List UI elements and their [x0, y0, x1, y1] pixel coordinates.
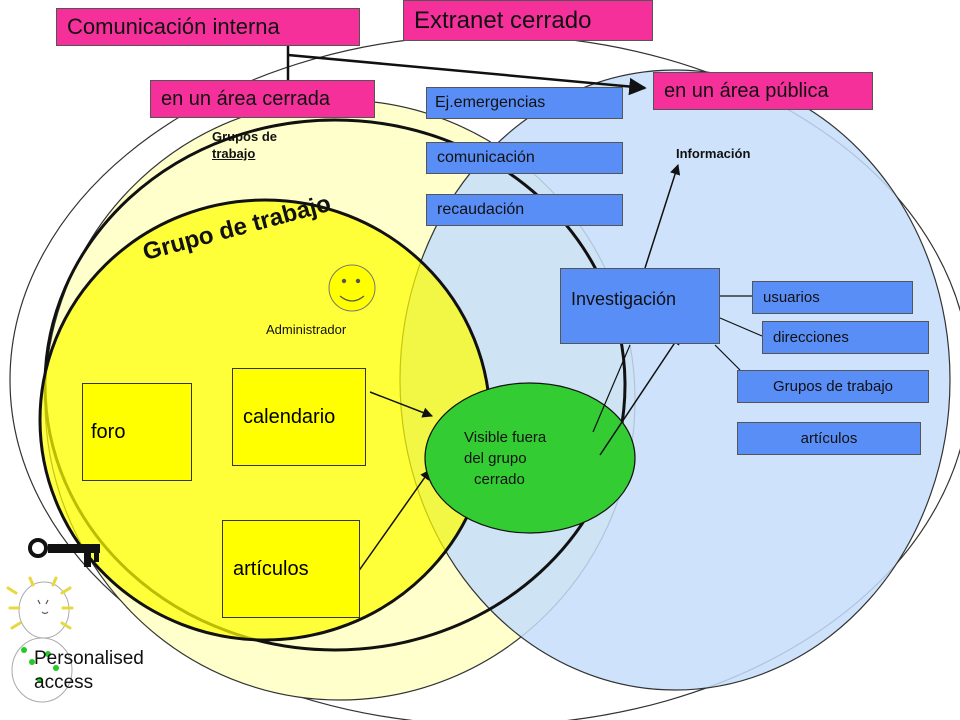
forum-label: foro: [91, 420, 126, 443]
information-label: Información: [676, 146, 751, 161]
personalised-access-label: Personalised access: [34, 647, 144, 695]
articles-public-label: artículos: [800, 430, 858, 447]
smiley-icon: [328, 264, 376, 312]
visible-outside-line-2: del grupo: [464, 450, 527, 467]
internal-communication-box: Comunicación interna: [56, 8, 360, 46]
arrow-research-information: [644, 164, 681, 269]
users-label: usuarios: [763, 289, 820, 306]
addresses-box: direcciones: [762, 321, 929, 354]
arrow-articles-visible: [357, 469, 431, 573]
internal-communication-label: Comunicación interna: [67, 14, 280, 39]
forum-box: foro: [82, 383, 192, 481]
closed-area-box: en un área cerrada: [150, 80, 375, 118]
personalised-access-line-2: access: [34, 672, 94, 693]
addresses-label: direcciones: [773, 329, 849, 346]
administrator-label: Administrador: [266, 322, 347, 337]
line-research-groups: [714, 344, 741, 371]
workgroups-public-box: Grupos de trabajo: [737, 370, 929, 403]
research-label: Investigación: [571, 289, 677, 309]
fundraising-label: recaudación: [437, 201, 525, 218]
line-research-addresses: [719, 317, 763, 337]
communication-box: comunicación: [426, 142, 623, 174]
arrow-visible-research: [599, 334, 681, 456]
research-box: Investigación: [560, 268, 720, 344]
workgroups-public-label: Grupos de trabajo: [772, 378, 894, 395]
calendar-box: calendario: [232, 368, 366, 466]
users-box: usuarios: [752, 281, 913, 314]
arrow-internal-public: [287, 53, 647, 96]
person-icon: [6, 576, 74, 703]
extranet-box: Extranet cerrado: [403, 0, 653, 41]
line-visible-research: [592, 344, 631, 433]
visible-outside-line-3: cerrado: [474, 471, 525, 488]
visible-outside-line-1: Visible fuera: [464, 429, 547, 446]
articles-public-box: artículos: [737, 422, 921, 455]
emergencies-box: Ej.emergencias: [426, 87, 623, 119]
arrow-calendar-visible: [369, 391, 433, 418]
workgroups-label-line-1: Grupos de: [212, 129, 278, 144]
workgroups-label: Grupos de trabajo: [212, 128, 277, 162]
emergencies-label: Ej.emergencias: [435, 94, 546, 111]
visible-outside-label: Visible fuera del grupo cerrado: [464, 427, 546, 490]
public-area-box: en un área pública: [653, 72, 873, 110]
closed-area-label: en un área cerrada: [161, 87, 331, 110]
calendar-label: calendario: [243, 405, 336, 428]
workgroups-label-line-2: trabajo: [212, 146, 256, 161]
public-area-label: en un área pública: [664, 79, 829, 102]
fundraising-box: recaudación: [426, 194, 623, 226]
articles-label: artículos: [233, 557, 309, 580]
extranet-label: Extranet cerrado: [414, 6, 592, 34]
key-icon: [28, 538, 100, 567]
visible-outside-ellipse: [424, 382, 636, 534]
personalised-access-line-1: Personalised: [34, 648, 144, 669]
articles-box: artículos: [222, 520, 360, 618]
communication-label: comunicación: [437, 149, 535, 166]
